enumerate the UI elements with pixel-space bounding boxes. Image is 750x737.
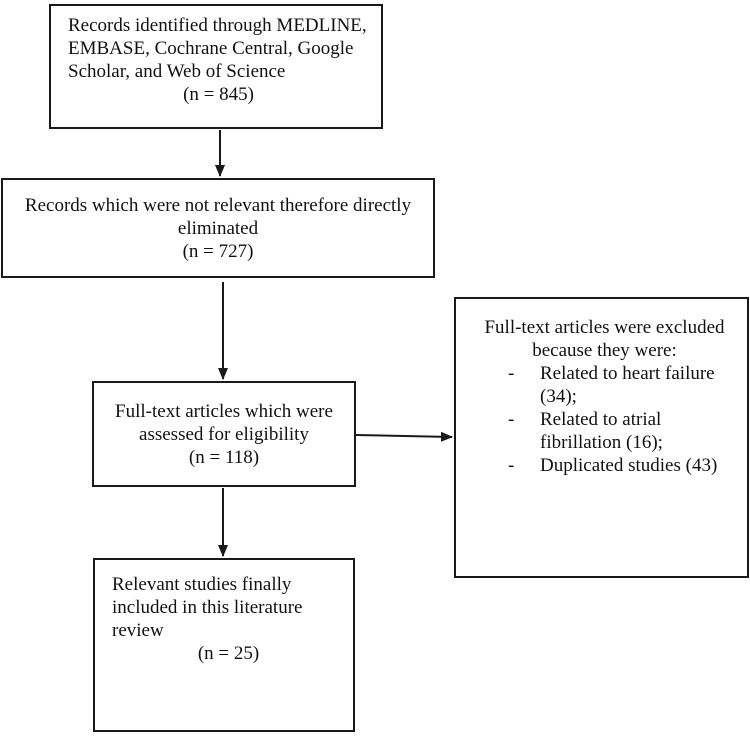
articles-excluded-box: Full-text articles were excluded because… xyxy=(454,297,749,578)
excluded-header-line-1: Full-text articles were excluded xyxy=(484,317,725,338)
assessed-text-line-2: assessed for eligibility xyxy=(139,424,309,445)
assessed-text-line-1: Full-text articles which were xyxy=(115,401,333,422)
excluded-header: Full-text articles were excluded because… xyxy=(470,316,739,362)
reason-text-line: fibrillation (16); xyxy=(540,432,663,453)
exclusion-reasons-list: - Related to heart failure (34); - Relat… xyxy=(470,362,739,477)
assessed-count: (n = 118) xyxy=(188,447,260,468)
identified-text-line-1: Records identified through MEDLINE, xyxy=(68,15,367,36)
records-identified-box: Records identified through MEDLINE, EMBA… xyxy=(49,4,383,129)
excluded-header-line-2: because they were: xyxy=(532,340,677,361)
identified-count: (n = 845) xyxy=(183,84,254,105)
eliminated-text-line-2: eliminated xyxy=(177,218,259,239)
arrow-assessed-to-excluded xyxy=(355,431,453,442)
eliminated-text-line-1: Records which were not relevant therefor… xyxy=(24,195,412,216)
list-dash: - xyxy=(508,363,515,384)
exclusion-reason-duplicated-studies: - Duplicated studies (43) xyxy=(470,454,739,477)
eliminated-count: (n = 727) xyxy=(182,241,254,262)
reason-text-line: Related to atrial xyxy=(540,409,662,430)
identified-text-line-2: EMBASE, Cochrane Central, Google xyxy=(68,38,354,59)
reason-text-line: (34); xyxy=(540,386,577,407)
included-count: (n = 25) xyxy=(197,643,260,664)
included-text-line-1: Relevant studies finally xyxy=(112,574,292,595)
reason-text-line: Related to heart failure xyxy=(540,363,715,384)
exclusion-reason-heart-failure: - Related to heart failure (34); xyxy=(470,362,739,408)
list-dash: - xyxy=(508,455,515,476)
records-eliminated-box: Records which were not relevant therefor… xyxy=(1,178,435,278)
included-text-line-3: review xyxy=(112,620,164,641)
list-dash: - xyxy=(508,409,515,430)
exclusion-reason-atrial-fibrillation: - Related to atrial fibrillation (16); xyxy=(470,408,739,454)
full-text-assessed-box: Full-text articles which were assessed f… xyxy=(92,381,356,487)
reason-text-line: Duplicated studies (43) xyxy=(540,455,718,476)
identified-text-line-3: Scholar, and Web of Science xyxy=(68,61,286,82)
included-text-line-2: included in this literature xyxy=(112,597,303,618)
studies-included-box: Relevant studies finally included in thi… xyxy=(93,558,355,732)
